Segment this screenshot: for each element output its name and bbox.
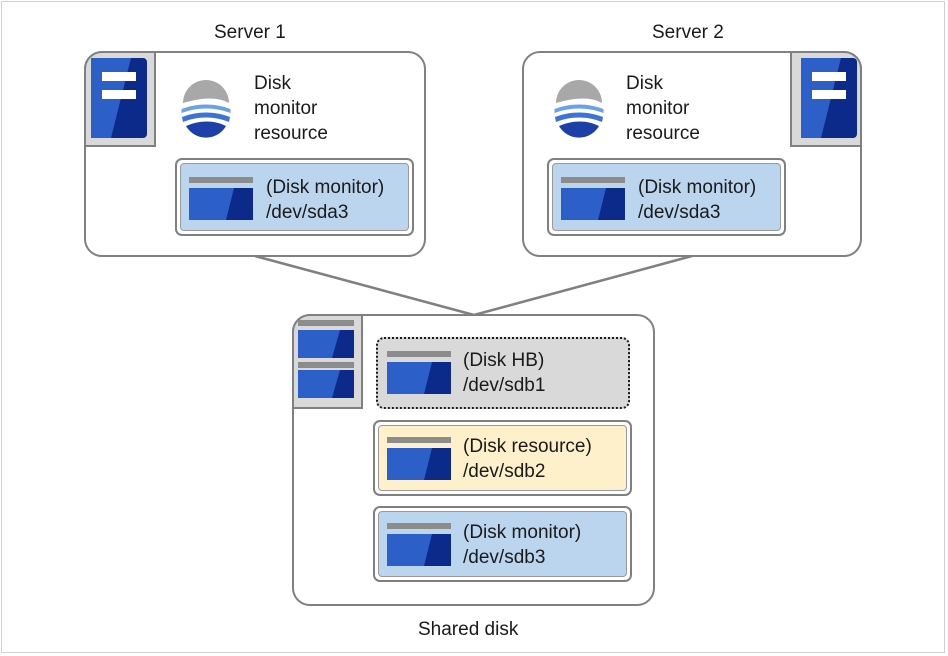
shared-partition-3-title: (Disk monitor)	[463, 522, 582, 543]
shared-partition-2-device: /dev/sdb2	[463, 461, 546, 482]
shared-partition-1-title: (Disk HB)	[463, 350, 545, 371]
shared-partition-3-device: /dev/sdb3	[463, 547, 546, 568]
shared-partition-disk-resource	[373, 420, 632, 496]
server2-label: Server 2	[652, 22, 724, 43]
server1-label: Server 1	[214, 22, 286, 43]
shared-storage-icon	[298, 320, 354, 398]
server-tower-icon	[91, 58, 147, 138]
disk-drive-icon	[561, 177, 625, 220]
server-tower-icon	[801, 58, 857, 138]
disk-drive-icon	[189, 177, 253, 220]
connector-server2	[473, 254, 693, 317]
server2-disk-title: (Disk monitor)	[638, 177, 757, 198]
server1-resource-label: Disk monitor resource	[254, 73, 328, 144]
server2-resource-label: Disk monitor resource	[626, 73, 700, 144]
disk-monitor-resource-icon	[181, 80, 231, 138]
shared-partition-2-title: (Disk resource)	[463, 436, 592, 457]
disk-drive-icon	[387, 437, 451, 480]
disk-drive-icon	[387, 523, 451, 566]
server2-disk-device: /dev/sda3	[638, 202, 721, 223]
server1-disk-title: (Disk monitor)	[266, 177, 385, 198]
disk-monitor-resource-icon	[554, 80, 604, 138]
disk-drive-icon	[387, 351, 451, 394]
server1-disk-device: /dev/sda3	[266, 202, 349, 223]
shared-disk-label: Shared disk	[418, 619, 519, 640]
shared-partition-1-device: /dev/sdb1	[463, 375, 546, 396]
connector-server1	[254, 254, 475, 317]
shared-partition-disk-monitor	[373, 506, 632, 582]
